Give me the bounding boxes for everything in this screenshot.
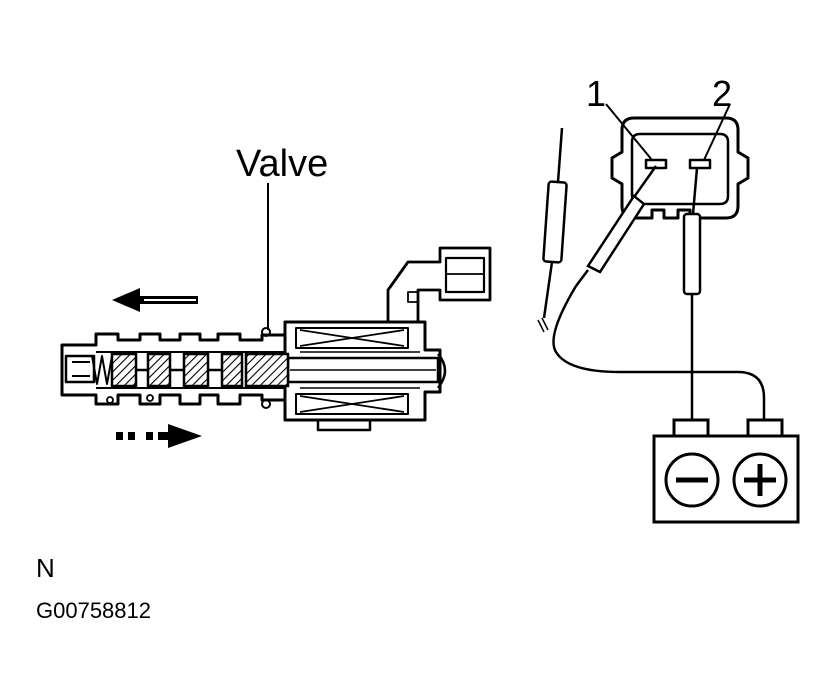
probe-pin2 <box>682 167 702 300</box>
probe-pin1 <box>575 165 658 287</box>
spare-probe <box>542 127 568 319</box>
plus-icon <box>744 464 776 496</box>
arrow-right-dashed-icon <box>116 424 202 448</box>
pin1-label: 1 <box>586 73 607 114</box>
connector-face <box>610 116 750 220</box>
figure-code: G00758812 <box>36 598 151 623</box>
pin1-leader-line <box>605 103 653 161</box>
battery <box>652 418 800 524</box>
pin2-label: 2 <box>712 73 733 114</box>
valve-label: Valve <box>236 143 329 185</box>
oil-control-valve <box>60 246 492 432</box>
arrow-left-icon <box>112 288 198 312</box>
valve-spool <box>110 352 290 388</box>
corner-letter: N <box>36 553 55 583</box>
test-wires <box>537 285 766 420</box>
pin2-leader-line <box>703 103 731 161</box>
